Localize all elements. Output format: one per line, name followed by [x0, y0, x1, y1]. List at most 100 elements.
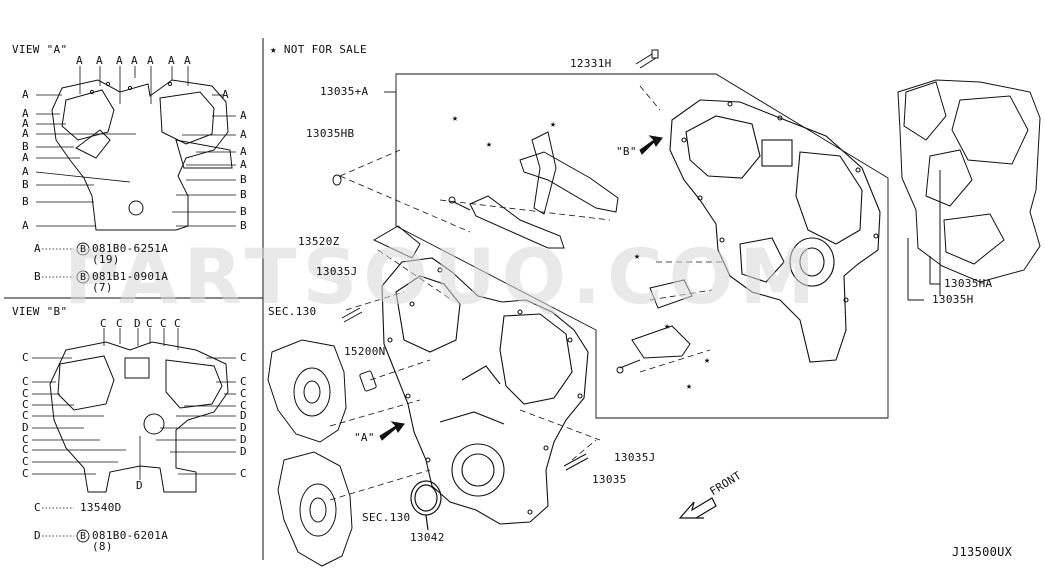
circled-b-marker: B: [80, 531, 87, 542]
callout-view-b-marker: "B": [616, 145, 637, 158]
water-pump-sec130-bottom: [277, 451, 353, 567]
view-b-letter: C: [160, 317, 167, 330]
rear-chain-case: [669, 99, 881, 363]
not-for-sale-text: NOT FOR SALE: [283, 43, 367, 56]
view-a-letter: A: [22, 107, 29, 120]
view-b-letter: D: [136, 479, 143, 492]
view-a-letter: A: [222, 88, 229, 101]
diagram-code: J13500UX: [952, 545, 1013, 559]
view-b-legend-part-c: 13540D: [80, 501, 122, 514]
callout-13035j-bottom: 13035J: [614, 451, 656, 464]
view-a-legend-qty-b: (7): [92, 281, 113, 294]
callout-view-a-marker: "A": [354, 431, 375, 444]
view-a-letter: A: [168, 54, 175, 67]
view-a-letter: A: [22, 165, 29, 178]
view-a-letter: A: [22, 219, 29, 232]
bolts-lower: [616, 359, 641, 374]
view-b-letter: C: [22, 467, 29, 480]
view-a-letter: A: [22, 127, 29, 140]
view-a-letter: A: [240, 145, 247, 158]
callout-13035: 13035: [592, 473, 627, 486]
view-a-letter: A: [76, 54, 83, 67]
star-icon: ★: [634, 251, 641, 262]
view-a-letter: A: [131, 54, 138, 67]
view-b-letter: C: [116, 317, 123, 330]
view-b-legend-key-c: C: [34, 501, 41, 514]
circled-b-markers: [76, 242, 90, 543]
watermark: PARTSOUQ.COM: [64, 232, 822, 321]
bolt-12331h: [635, 49, 659, 69]
view-a-letter: B: [240, 173, 247, 186]
star-icon: ★: [664, 321, 671, 332]
view-a-letter: B: [22, 178, 29, 191]
view-a-legend-key-a: A: [34, 242, 41, 255]
star-icon: ★: [486, 139, 493, 150]
view-b-letter: D: [240, 421, 247, 434]
view-b-letter: C: [22, 387, 29, 400]
view-a-arrow-icon: [379, 421, 405, 441]
view-b-letter: C: [100, 317, 107, 330]
view-a-letter: A: [22, 88, 29, 101]
star-icon: ★: [704, 355, 711, 366]
view-a-letter: A: [240, 158, 247, 171]
view-a-letter: B: [240, 205, 247, 218]
view-b-letter: C: [240, 387, 247, 400]
filter-15200n: [359, 370, 377, 392]
guide-brackets: [448, 131, 693, 359]
view-a-letter: A: [240, 109, 247, 122]
view-b-letter: D: [22, 421, 29, 434]
assembly-outline: [384, 73, 889, 419]
view-b-letter: C: [146, 317, 153, 330]
view-b-letter: C: [174, 317, 181, 330]
callout-13035h: 13035H: [932, 293, 974, 306]
view-b-letter: C: [22, 351, 29, 364]
callout-13035a: 13035+A: [320, 85, 369, 98]
view-b-letter: C: [240, 467, 247, 480]
view-a-letter: A: [116, 54, 123, 67]
view-b-legend-qty-d: (8): [92, 540, 113, 553]
circled-b-marker: B: [80, 272, 87, 283]
callout-13042: 13042: [410, 531, 445, 544]
view-b-legend-key-d: D: [34, 529, 41, 542]
circled-b-marker: B: [80, 244, 87, 255]
callout-13035hb: 13035HB: [306, 127, 355, 140]
star-icon: ★: [686, 381, 693, 392]
engine-block: [897, 79, 1041, 301]
view-b-letter: C: [22, 433, 29, 446]
callout-13035j-top: 13035J: [316, 265, 358, 278]
view-a-title: VIEW "A": [12, 43, 68, 56]
view-a-legend-key-b: B: [34, 270, 41, 283]
view-a-letter: B: [240, 219, 247, 232]
view-a-letter: A: [147, 54, 154, 67]
view-b-letter: D: [240, 433, 247, 446]
not-for-sale-note: ★ NOT FOR SALE: [270, 44, 367, 56]
view-b-letter: C: [22, 398, 29, 411]
callout-13520z: 13520Z: [298, 235, 340, 248]
view-b-letter: C: [240, 375, 247, 388]
view-b-letter: C: [22, 455, 29, 468]
callout-sec130-top: SEC.130: [268, 305, 317, 318]
view-a-gasket: [51, 79, 233, 231]
view-b-letter: C: [22, 443, 29, 456]
star-icon: ★: [550, 119, 557, 130]
view-b-gasket: [49, 341, 229, 493]
star-icon: ★: [452, 113, 459, 124]
plug-13035hb: [332, 174, 342, 186]
view-a-letter: B: [240, 188, 247, 201]
callout-13035ha: 13035HA: [944, 277, 993, 290]
view-a-legend-part-b: 081B1-0901A: [92, 270, 169, 283]
view-b-letter: C: [22, 375, 29, 388]
callout-15200n: 15200N: [344, 345, 386, 358]
view-a-letter: B: [22, 140, 29, 153]
view-b-letter: C: [22, 409, 29, 422]
view-a-letter: A: [96, 54, 103, 67]
view-a-letter: A: [240, 128, 247, 141]
exploded-dashed-lines: [329, 85, 724, 501]
water-pump-sec130-top: [267, 339, 347, 443]
oil-seal-13042: [410, 480, 442, 531]
view-a-legend-qty-a: (19): [92, 253, 120, 266]
dowel-pins: [341, 307, 589, 471]
front-arrow-icon: [678, 497, 717, 519]
view-b-title: VIEW "B": [12, 305, 68, 318]
